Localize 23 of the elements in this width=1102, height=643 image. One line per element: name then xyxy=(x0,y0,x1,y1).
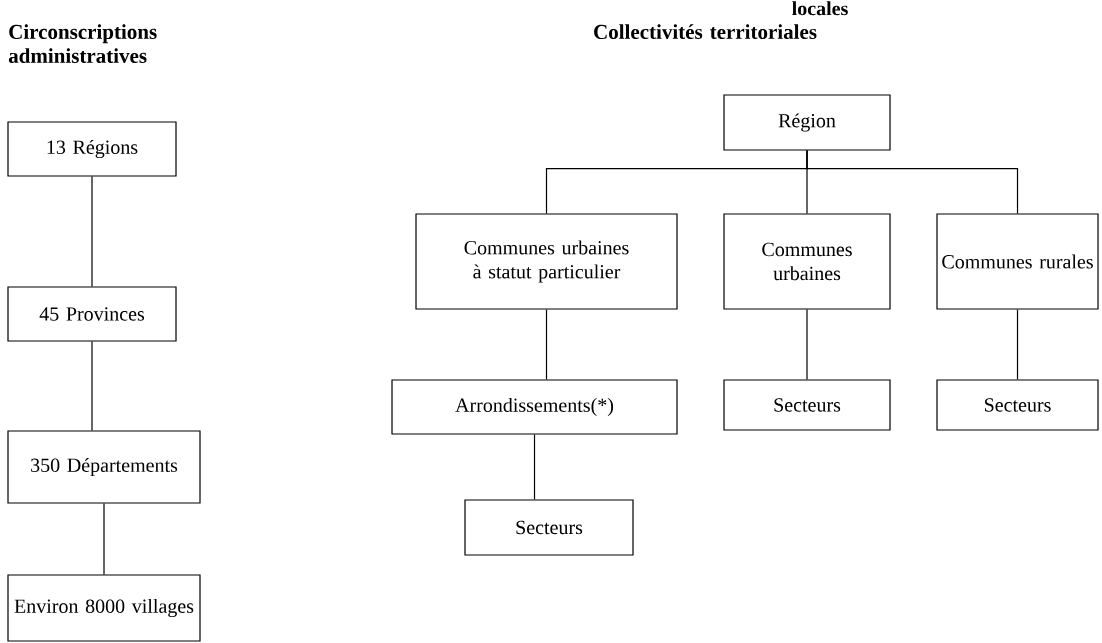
org-box: 45 Provinces xyxy=(7,286,177,342)
connector-line xyxy=(806,150,1019,214)
heading: Circonscriptions administratives xyxy=(8,24,157,63)
connector-line xyxy=(533,434,536,500)
org-box: Secteurs xyxy=(936,379,1099,431)
org-box: 350 Départements xyxy=(7,430,201,504)
connector-line xyxy=(1016,309,1019,380)
org-box: Arrondissements(*) xyxy=(391,379,678,435)
org-box: Secteurs xyxy=(723,379,891,431)
org-box: Environ 8000 villages xyxy=(7,574,201,642)
org-box: Communes urbaines xyxy=(723,213,891,310)
org-box: Communes urbaines à statut particulier xyxy=(415,213,678,310)
org-box: Secteurs xyxy=(464,499,634,556)
heading: Collectivités territoriales xyxy=(594,24,817,39)
connector-line xyxy=(91,341,93,431)
connector-line xyxy=(103,503,105,575)
org-box: 13 Régions xyxy=(7,121,177,177)
title: locales xyxy=(792,1,848,16)
org-box: Communes rurales xyxy=(936,213,1099,310)
connector-line xyxy=(545,309,548,380)
connector-line xyxy=(91,176,93,287)
org-box: Région xyxy=(723,94,891,151)
connector-line xyxy=(806,309,808,380)
